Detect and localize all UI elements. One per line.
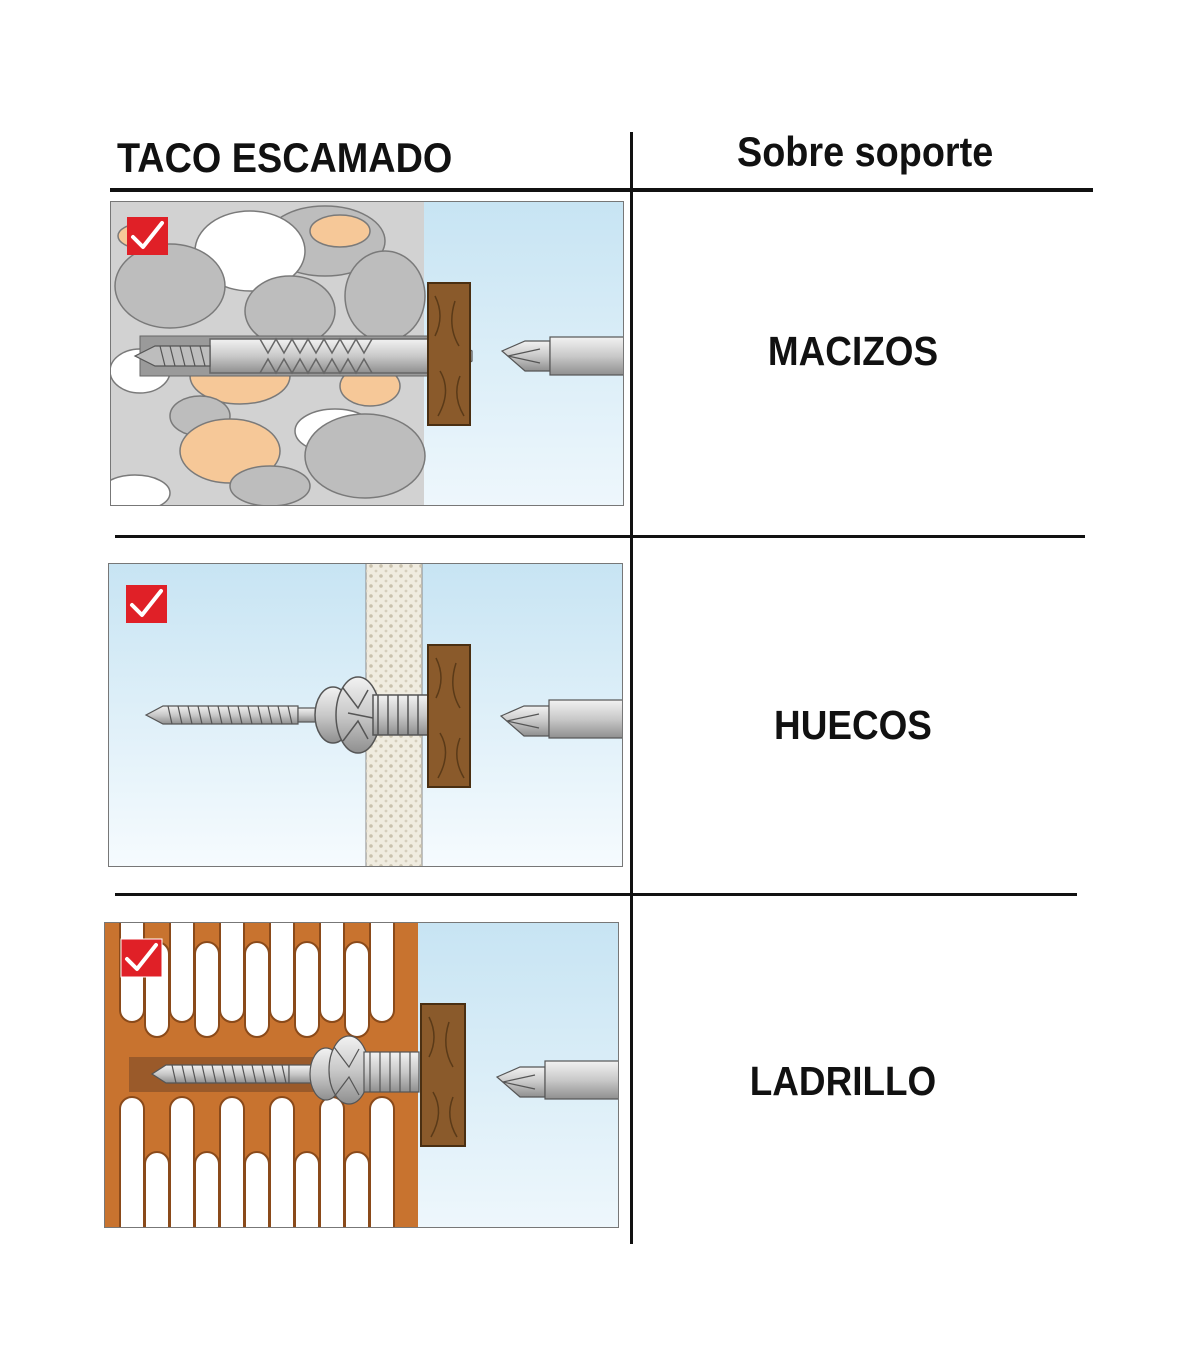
- checkmark-icon: [126, 585, 167, 623]
- checkmark-icon: [120, 938, 163, 978]
- checkmark-icon: [127, 217, 168, 255]
- illustration-hollow-wall: [108, 563, 623, 867]
- header-left-title: TACO ESCAMADO: [117, 134, 453, 181]
- header-right-title: Sobre soporte: [737, 128, 994, 175]
- row-label-ladrillo: LADRILLO: [749, 1058, 937, 1104]
- illustration-brick-wall: [104, 922, 619, 1228]
- vertical-divider: [630, 132, 633, 1244]
- row-divider-2: [115, 893, 1077, 896]
- row-label-macizos: MACIZOS: [767, 328, 939, 374]
- row-divider-1: [115, 535, 1085, 538]
- row-label-huecos: HUECOS: [774, 702, 932, 748]
- illustration-solid-wall: [110, 201, 624, 506]
- header-underline: [110, 188, 1093, 192]
